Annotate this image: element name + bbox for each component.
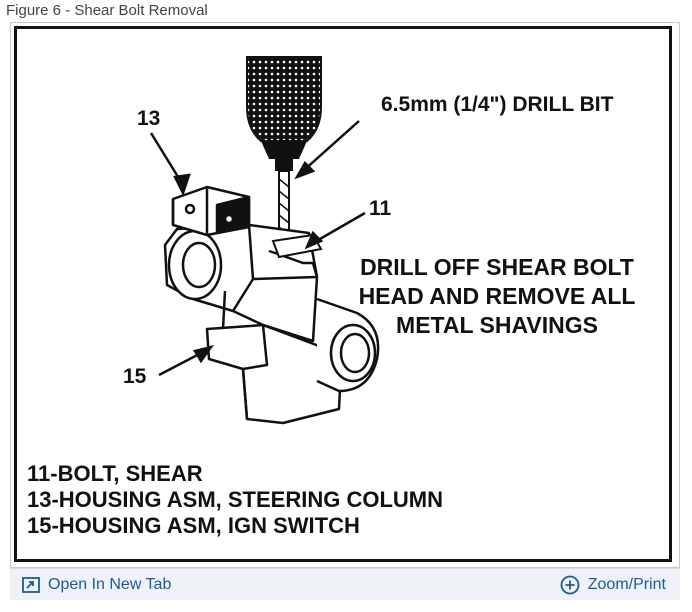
legend-item: 15-HOUSING ASM, IGN SWITCH bbox=[27, 513, 360, 538]
drill-bit-label: 6.5mm (1/4") DRILL BIT bbox=[381, 93, 614, 116]
clamp-cap bbox=[171, 185, 251, 237]
open-new-tab-button[interactable]: Open In New Tab bbox=[22, 569, 171, 601]
zoom-print-label: Zoom/Print bbox=[587, 576, 666, 593]
legend-item: 13-HOUSING ASM, STEERING COLUMN bbox=[27, 487, 443, 512]
parts-legend: 11-BOLT, SHEAR 13-HOUSING ASM, STEERING … bbox=[27, 461, 443, 539]
leader-lines bbox=[149, 120, 366, 377]
callout-13: 13 bbox=[137, 107, 161, 130]
figure-toolbar: Open In New Tab Zoom/Print bbox=[10, 568, 680, 600]
diagram-panel: 6.5mm (1/4") DRILL BIT 13 11 15 DRILL OF… bbox=[14, 26, 672, 562]
legend-item: 11-BOLT, SHEAR bbox=[27, 461, 203, 486]
drill-chuck bbox=[246, 56, 322, 171]
callout-15: 15 bbox=[123, 365, 147, 388]
zoom-print-button[interactable]: Zoom/Print bbox=[560, 569, 666, 601]
figure-title: Figure 6 - Shear Bolt Removal bbox=[6, 2, 208, 19]
instruction-text: DRILL OFF SHEAR BOLT HEAD AND REMOVE ALL… bbox=[347, 253, 647, 340]
callout-11: 11 bbox=[369, 197, 392, 220]
zoom-plus-icon bbox=[560, 575, 580, 595]
instruction-line: DRILL OFF SHEAR BOLT bbox=[360, 254, 634, 280]
instruction-line: HEAD AND REMOVE ALL bbox=[358, 283, 636, 309]
shear-bolt-illustration bbox=[149, 56, 380, 425]
instruction-line: METAL SHAVINGS bbox=[396, 312, 598, 338]
open-new-tab-label: Open In New Tab bbox=[48, 576, 172, 593]
open-new-tab-icon bbox=[22, 577, 40, 593]
